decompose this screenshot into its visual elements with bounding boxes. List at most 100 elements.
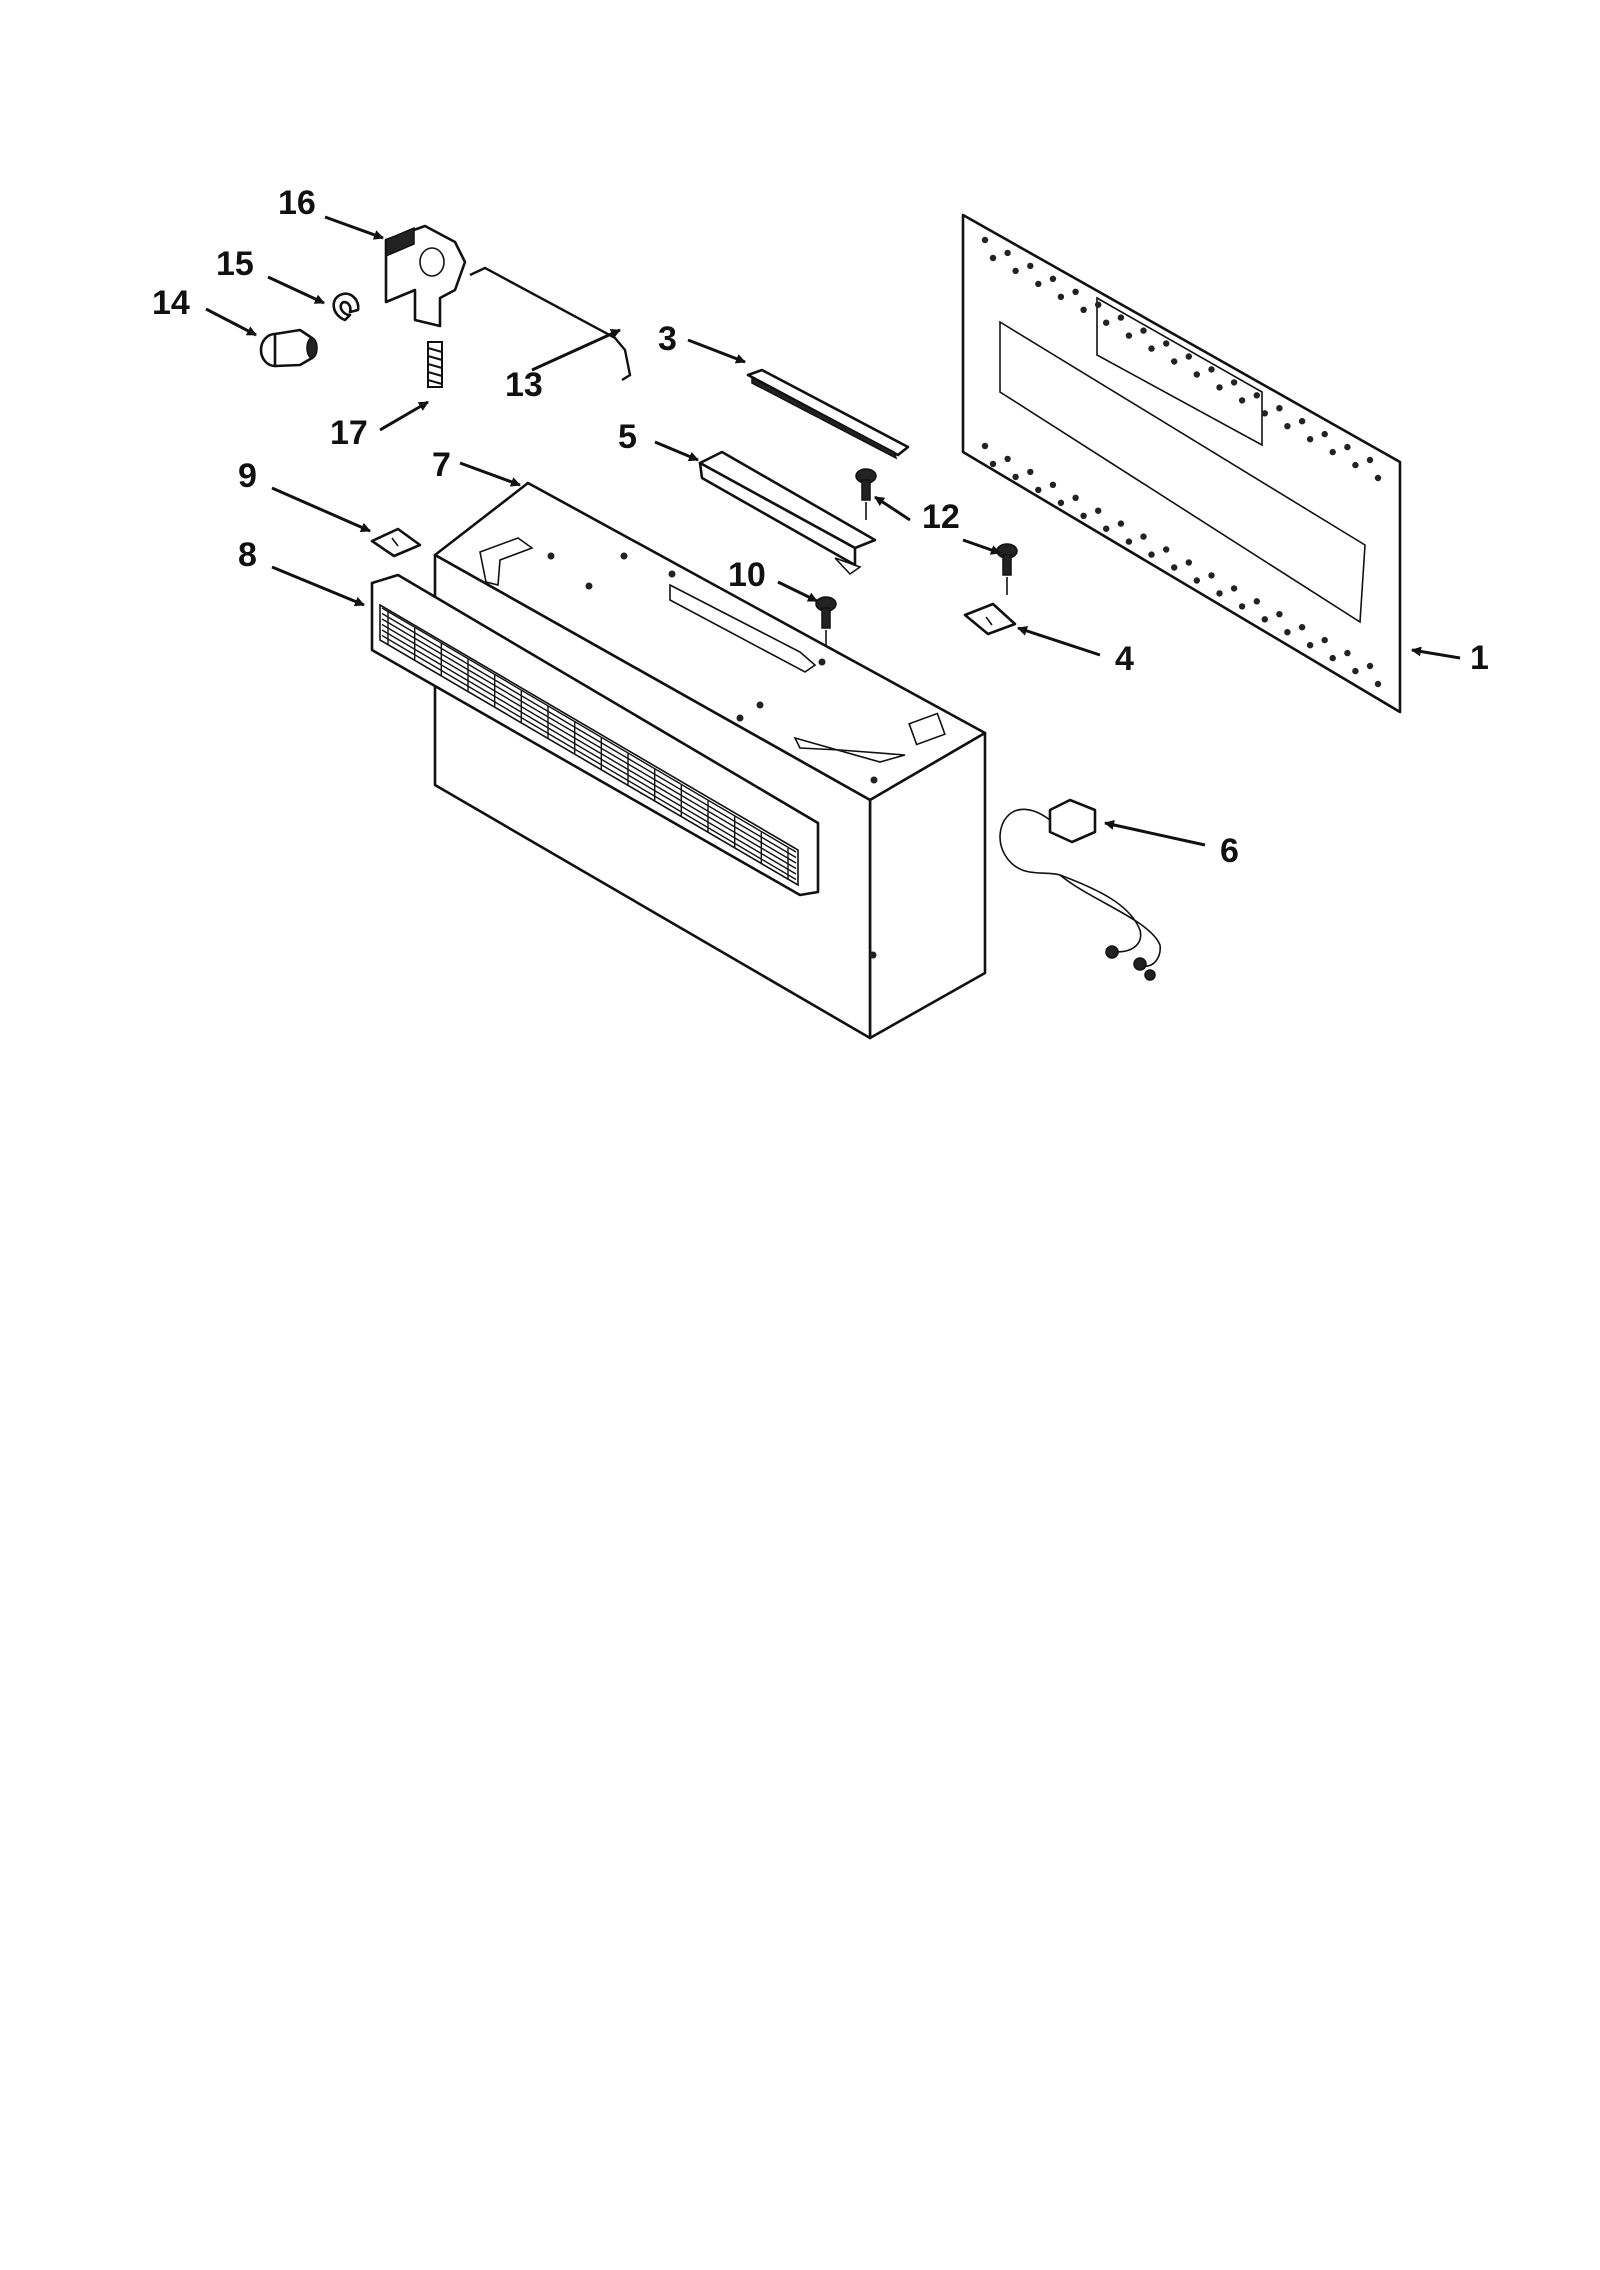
plate-hole bbox=[1276, 405, 1283, 412]
plate-hole bbox=[1374, 474, 1382, 482]
filter-rail-part bbox=[746, 368, 910, 460]
plate-hole bbox=[1095, 301, 1102, 308]
plate-hole bbox=[1035, 280, 1042, 288]
clip-part bbox=[963, 602, 1017, 636]
knob-part bbox=[259, 328, 318, 368]
plate-hole bbox=[1230, 585, 1238, 592]
plate-hole bbox=[1103, 319, 1110, 326]
callout-14: 14 bbox=[152, 284, 190, 322]
screw-part-12b bbox=[996, 543, 1018, 595]
plate-hole bbox=[1163, 546, 1170, 553]
plate-hole bbox=[1027, 468, 1034, 476]
callout-8: 8 bbox=[238, 536, 257, 574]
plate-hole bbox=[1329, 654, 1336, 662]
plate-hole bbox=[1103, 525, 1110, 532]
plate-hole bbox=[1012, 267, 1019, 275]
plate-hole bbox=[1321, 636, 1328, 644]
callout-7: 7 bbox=[432, 446, 451, 484]
plate-hole bbox=[1329, 448, 1336, 456]
plate-hole bbox=[1057, 499, 1065, 506]
plate-hole bbox=[981, 442, 989, 450]
plate-hole bbox=[1035, 486, 1042, 494]
plate-hole bbox=[1344, 443, 1351, 451]
callout-16: 16 bbox=[278, 184, 316, 222]
plate-hole bbox=[1148, 345, 1155, 352]
grille-rib bbox=[381, 618, 797, 864]
plate-hole bbox=[1117, 314, 1125, 321]
leader-lines bbox=[205, 215, 1461, 847]
channel-bracket-part bbox=[698, 450, 877, 576]
wire-harness-part bbox=[999, 798, 1161, 981]
plate-hole bbox=[1012, 473, 1019, 481]
plate-hole bbox=[1004, 455, 1011, 463]
plate-hole bbox=[1163, 340, 1170, 347]
callout-1: 1 bbox=[1470, 639, 1489, 677]
callout-5: 5 bbox=[618, 418, 637, 456]
plate-hole bbox=[1366, 662, 1374, 670]
plate-hole bbox=[1216, 590, 1223, 597]
plate-hole bbox=[1321, 430, 1328, 438]
plate-hole bbox=[1080, 512, 1087, 519]
plate-hole bbox=[1027, 262, 1034, 270]
callout-6: 6 bbox=[1220, 832, 1239, 870]
plate-hole bbox=[1185, 559, 1193, 566]
plate-hole bbox=[1171, 358, 1178, 365]
plate-hole bbox=[1253, 392, 1261, 399]
plate-hole bbox=[1261, 410, 1269, 417]
plate-hole bbox=[1072, 494, 1079, 501]
callout-9: 9 bbox=[238, 457, 257, 495]
plate-hole bbox=[1238, 603, 1246, 610]
plate-hole bbox=[1298, 418, 1306, 425]
callout-13: 13 bbox=[505, 366, 543, 404]
plate-hole bbox=[1171, 564, 1178, 571]
plate-hole bbox=[1125, 332, 1133, 339]
clip-ring-part bbox=[332, 292, 360, 322]
plate-hole bbox=[1298, 624, 1306, 631]
callout-3: 3 bbox=[658, 320, 677, 358]
plate-hole bbox=[1306, 436, 1314, 443]
plate-hole bbox=[1366, 456, 1374, 464]
plate-hole bbox=[1352, 667, 1359, 675]
plate-hole bbox=[1117, 520, 1125, 527]
callout-15: 15 bbox=[216, 245, 254, 283]
screw-part-12 bbox=[855, 468, 877, 520]
plate-hole bbox=[1125, 538, 1133, 545]
plate-hole bbox=[1253, 598, 1261, 605]
plate-hole bbox=[1261, 616, 1269, 623]
plate-hole bbox=[1284, 423, 1291, 430]
plate-hole bbox=[1193, 577, 1201, 584]
callout-4: 4 bbox=[1115, 640, 1134, 678]
hinge-bracket-part bbox=[384, 224, 467, 328]
wire-bracket-part bbox=[469, 266, 632, 382]
plate-hole bbox=[1284, 629, 1291, 636]
plate-hole bbox=[1185, 353, 1193, 360]
spring-part bbox=[427, 341, 443, 388]
plate-hole bbox=[1374, 680, 1382, 688]
plate-hole bbox=[1352, 461, 1359, 469]
grille-rib bbox=[381, 607, 797, 853]
vent-grille-part bbox=[370, 573, 820, 897]
plate-hole bbox=[1140, 533, 1147, 540]
small-clip-part bbox=[370, 527, 422, 558]
plate-hole bbox=[1230, 379, 1238, 386]
callout-12: 12 bbox=[922, 498, 960, 536]
plate-hole bbox=[1216, 384, 1223, 391]
plate-hole bbox=[989, 254, 997, 262]
plate-hole bbox=[981, 236, 989, 244]
grille-rib bbox=[381, 623, 797, 870]
plate-hole bbox=[1004, 249, 1011, 257]
plate-hole bbox=[1057, 293, 1065, 300]
plate-hole bbox=[1080, 306, 1087, 313]
plate-hole bbox=[1238, 397, 1246, 404]
plate-hole bbox=[1276, 611, 1283, 618]
plate-hole bbox=[1344, 649, 1351, 657]
plate-hole bbox=[1072, 288, 1079, 295]
plate-hole bbox=[1095, 507, 1102, 514]
plate-hole bbox=[989, 460, 997, 468]
grille-rib bbox=[381, 612, 797, 859]
mounting-plate-part bbox=[961, 213, 1402, 714]
plate-hole bbox=[1306, 642, 1314, 649]
grille-rib bbox=[381, 629, 797, 875]
plate-hole bbox=[1049, 481, 1057, 488]
